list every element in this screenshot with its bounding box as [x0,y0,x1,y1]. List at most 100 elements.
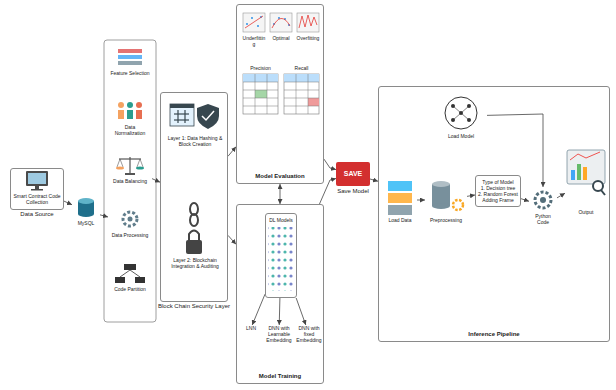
recall-table [308,74,309,114]
connector-arrow [417,200,425,201]
recall-table [284,106,319,107]
connector-arrow [487,114,543,187]
preprocess-icon [432,181,463,210]
connector-arrow [279,298,281,325]
data-stack-icon [388,181,412,215]
database-icon [78,198,94,217]
connector-arrow [521,199,529,202]
connector-arrow [467,195,475,196]
inference-panel: Inference PipelineLoad ModelLoad DataPre… [378,86,610,342]
partition-icon [124,264,136,270]
fit-example: Underfitting [241,11,267,47]
training-panel: Model TrainingDL ModelsLNNDNN with Learn… [236,204,324,384]
optimal-plot [270,13,292,32]
partition-icon [115,264,145,283]
underfitting-plot [246,23,248,25]
precision-table [243,98,278,99]
balance-icon [140,159,143,167]
balance-icon [136,167,144,170]
preprocessing-step: Data Processing [108,208,152,238]
hash-window-icon [174,119,189,120]
partition-icon [120,270,130,277]
node-label: Load Data [384,217,416,223]
monitor-icon [26,171,48,186]
normalization-icon [127,110,133,119]
hash-window-icon [170,104,194,108]
node-label: Layer 2: Blockchain Integration & Auditi… [167,257,223,269]
security-layer-step: Layer 2: Blockchain Integration & Auditi… [166,201,224,269]
monitor-icon [35,186,39,189]
recall-table [284,90,319,91]
hash-window-icon [170,104,194,126]
connector-arrow [280,184,281,204]
model-option: DNN with Learnable Embedding [265,325,293,343]
node-label: Load Model [436,133,486,139]
node-label: 2. Random Forest [477,191,519,197]
node-label: LNN [240,325,262,331]
normalization-icon [136,102,142,108]
heading-label: Model Training [237,373,323,380]
node-label: Smart Contract Code Collection [12,193,62,205]
shield-icon [202,111,214,120]
node-label: Underfitting [242,35,266,47]
node-label: Overfitting [296,35,320,41]
normalization-icon [127,102,133,108]
underfitting-plot [257,25,259,27]
normalization-icon [118,102,124,108]
normalization-icon [118,102,142,119]
model-dots [268,227,294,291]
data-stack-icon [388,205,412,215]
hash-window-icon [170,104,194,126]
code-gear-icon [535,192,551,208]
precision-table [255,90,267,98]
network-icon [467,118,471,122]
connector-arrow [296,298,306,325]
balance-icon [120,159,123,167]
node-label: SAVE [337,170,369,178]
preprocessing-step: Data Normalization [108,100,152,136]
precision-table [243,106,278,107]
node-label: DNN with fixed Embedding [296,325,322,343]
dashboard-icon [601,190,605,195]
precision-table [243,90,278,91]
underfitting-plot [243,13,265,32]
preprocess-icon [453,200,463,210]
network-icon [451,118,455,122]
precision-table [243,82,278,83]
node-label: Output [566,209,606,215]
network-icon [459,111,463,115]
evaluation-panel: Model EvaluationUnderfittingOptimalOverf… [236,4,324,184]
preprocessing-step: Code Partition [108,262,152,292]
metric-table: Precision [241,63,280,129]
shield-icon [197,104,219,129]
recall-table [284,74,319,114]
heading-label: Inference Pipeline [379,331,609,338]
recall-table [296,74,297,114]
hash-window-icon [177,110,178,123]
preprocess-icon [432,184,450,206]
node-label: Data Balancing [109,178,151,184]
preprocessing-step: Feature Selection [108,46,152,76]
fit-example: Optimal [268,11,294,41]
node-label: Layer 1: Data Hashing & Block Creation [167,135,223,147]
balance-icon [116,167,124,170]
partition-icon [135,277,145,283]
connector-arrow [324,159,336,169]
underfitting-plot [243,13,265,32]
connector-arrow [370,179,378,181]
hash-window-icon [184,110,185,123]
dashboard-icon [571,170,575,180]
preprocessing-panel [104,40,156,322]
node-label: Recall [283,65,320,71]
overfitting-plot [297,13,319,32]
balance-icon [137,159,140,167]
save-icon: SAVESave Model [336,162,370,186]
recall-table [284,98,319,99]
recall-table [308,98,319,106]
connector-arrow [100,215,108,217]
precision-table [243,74,278,82]
precision-table [255,74,256,114]
node-label: Precision [242,65,279,71]
overfitting-plot [299,15,317,28]
